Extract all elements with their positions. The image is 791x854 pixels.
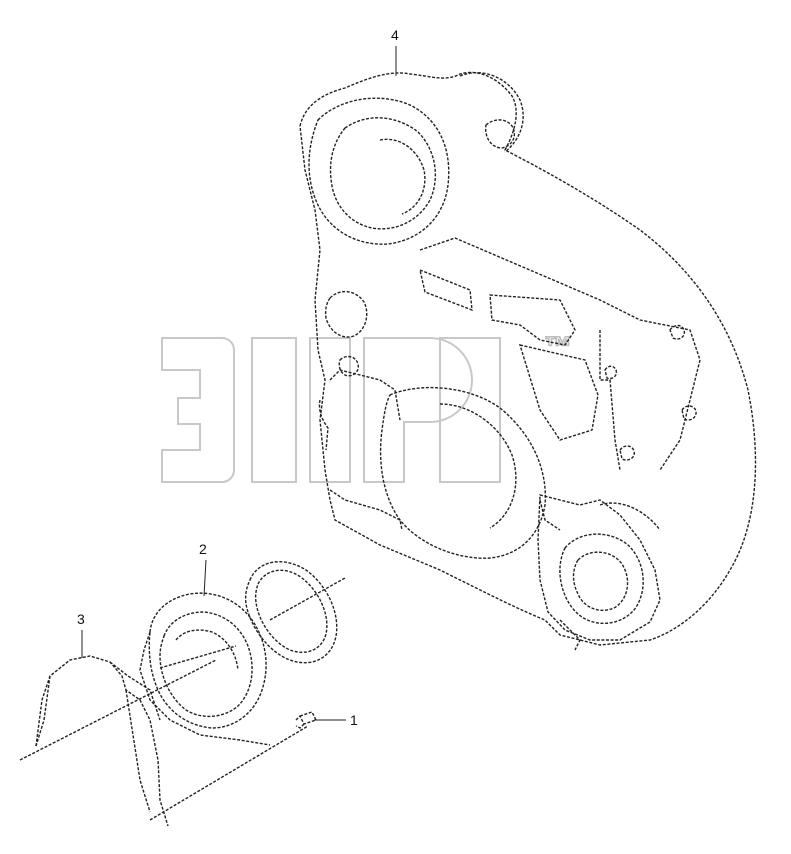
callout-3: 3 xyxy=(77,611,85,627)
callout-2: 2 xyxy=(199,541,207,557)
assembly-center-lines xyxy=(19,577,346,821)
flywheel-housing-part-4 xyxy=(299,71,757,651)
leader-lines xyxy=(81,46,397,721)
line-art xyxy=(19,46,757,827)
callout-1: 1 xyxy=(350,712,358,728)
svg-text:™: ™ xyxy=(544,331,572,362)
cover-part-3 xyxy=(35,655,169,827)
seal-part-2 xyxy=(139,592,271,746)
watermark-logo: ™ xyxy=(161,330,573,483)
callout-4: 4 xyxy=(391,27,399,43)
bolt-part-1 xyxy=(295,711,317,729)
o-ring xyxy=(244,561,338,664)
